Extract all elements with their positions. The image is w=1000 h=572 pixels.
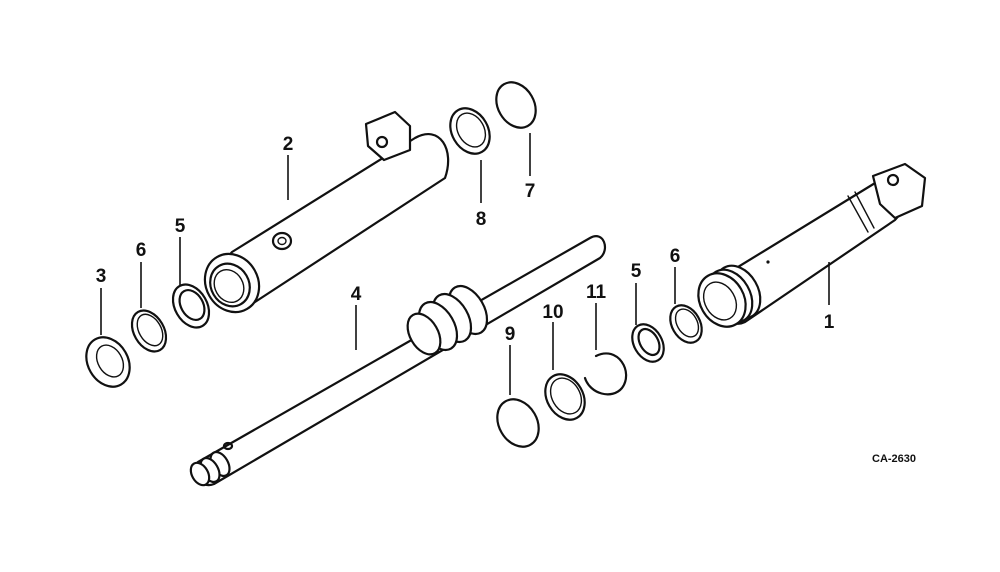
figure-code: CA-2630 <box>872 453 916 465</box>
part-9-ring <box>496 398 540 448</box>
callout-2: 2 <box>283 134 294 155</box>
part-6-ring-right <box>669 304 703 344</box>
callout-8: 8 <box>476 209 487 230</box>
part-3-wiper-seal <box>85 336 131 388</box>
part-1-cylinder-body <box>697 162 927 328</box>
part-2-cylinder-barrel <box>203 110 450 314</box>
part-8-ring <box>449 107 491 155</box>
callout-6-left: 6 <box>136 240 147 261</box>
part-6-ring-left <box>130 309 168 353</box>
callout-4: 4 <box>351 284 362 305</box>
part-5-ring-left <box>171 283 211 329</box>
callout-9: 9 <box>505 324 516 345</box>
callout-11: 11 <box>586 282 607 303</box>
part-11-snap-ring <box>583 352 628 396</box>
leader-lines <box>100 133 830 395</box>
callout-labels: 1 2 3 4 5 5 6 6 7 8 9 10 11 <box>96 134 835 345</box>
callout-5-right: 5 <box>631 261 642 282</box>
callout-10: 10 <box>542 302 563 323</box>
part-10-ring <box>544 373 586 421</box>
callout-3: 3 <box>96 266 107 287</box>
callout-6-right: 6 <box>670 246 681 267</box>
callout-5-left: 5 <box>175 216 186 237</box>
callout-7: 7 <box>525 181 536 202</box>
part-7-ring <box>495 81 537 129</box>
part-5-ring-right <box>631 323 665 363</box>
callout-1: 1 <box>824 312 835 333</box>
part-4-piston-rod <box>189 235 607 487</box>
